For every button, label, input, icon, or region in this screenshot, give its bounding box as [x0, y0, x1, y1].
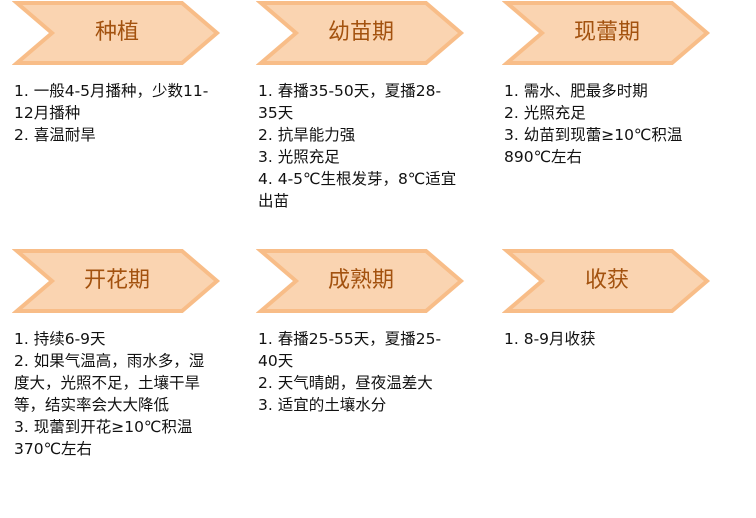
stage-title: 成熟期 — [327, 268, 394, 293]
stage-item: 2. 天气晴朗，昼夜温差大 — [258, 374, 433, 392]
chevron-shape — [256, 0, 465, 65]
stage-item: 1. 持续6-9天 — [14, 330, 106, 348]
stage-title: 开花期 — [83, 268, 150, 293]
stage-title: 收获 — [584, 268, 629, 293]
chevron-shape — [12, 0, 221, 65]
stage-chevron: 开花期 — [12, 248, 222, 314]
stage-item: 3. 适宜的土壤水分 — [258, 396, 387, 414]
chevron-shape — [502, 249, 711, 313]
stage-items: 1. 一般4-5月播种，少数11-12月播种 2. 喜温耐旱 — [14, 80, 214, 146]
stage-items: 1. 春播25-55天，夏播25-40天 2. 天气晴朗，昼夜温差大 3. 适宜的土… — [258, 328, 458, 416]
stage-item: 1. 需水、肥最多时期 — [504, 82, 648, 100]
stage-item: 1. 一般4-5月播种，少数11-12月播种 — [14, 82, 209, 122]
stage-items: 1. 8-9月收获 — [504, 328, 704, 350]
stage-item: 1. 春播35-50天，夏播28-35天 — [258, 82, 442, 122]
stage-item: 2. 光照充足 — [504, 104, 586, 122]
stage-title: 幼苗期 — [327, 20, 394, 45]
stage-chevron: 成熟期 — [256, 248, 466, 314]
stage-items: 1. 持续6-9天 2. 如果气温高，雨水多，湿度大，光照不足，土壤干旱等，结实率… — [14, 328, 214, 460]
stage-item: 1. 8-9月收获 — [504, 330, 596, 348]
stage-chevron: 幼苗期 — [256, 0, 466, 66]
chevron-shape — [12, 249, 221, 313]
stage-chevron: 种植 — [12, 0, 222, 66]
stage-item: 3. 现蕾到开花≥10℃积温370℃左右 — [14, 418, 193, 458]
stage-item: 3. 光照充足 — [258, 148, 340, 166]
chevron-shape — [256, 249, 465, 313]
stage-item: 2. 喜温耐旱 — [14, 126, 96, 144]
chevron-shape — [502, 0, 711, 65]
stage-item: 3. 幼苗到现蕾≥10℃积温890℃左右 — [504, 126, 683, 166]
stage-item: 4. 4-5℃生根发芽，8℃适宜出苗 — [258, 170, 457, 210]
stage-items: 1. 春播35-50天，夏播28-35天 2. 抗旱能力强 3. 光照充足 4. 4-… — [258, 80, 458, 212]
stage-item: 2. 抗旱能力强 — [258, 126, 356, 144]
stage-item: 2. 如果气温高，雨水多，湿度大，光照不足，土壤干旱等，结实率会大大降低 — [14, 352, 205, 414]
stage-chevron: 收获 — [502, 248, 712, 314]
stage-chevron: 现蕾期 — [502, 0, 712, 66]
stage-items: 1. 需水、肥最多时期 2. 光照充足 3. 幼苗到现蕾≥10℃积温890℃左右 — [504, 80, 704, 168]
stage-item: 1. 春播25-55天，夏播25-40天 — [258, 330, 442, 370]
stage-title: 种植 — [94, 20, 139, 45]
stage-title: 现蕾期 — [573, 20, 640, 45]
